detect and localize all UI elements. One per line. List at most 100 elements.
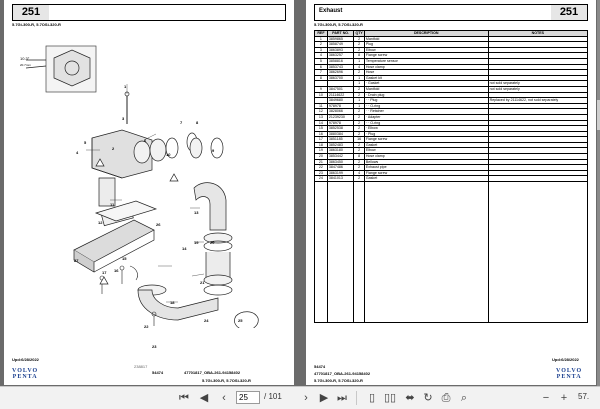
lower-manifold	[73, 219, 155, 273]
ref-cell: 10	[314, 91, 328, 99]
dim-label: 20.7mm	[20, 63, 31, 67]
qty-cell: 1	[353, 97, 365, 104]
callout-number: 18	[170, 300, 175, 305]
first-page-icon[interactable]: ⏮	[176, 390, 192, 406]
right-stack	[203, 232, 233, 296]
previous-page-icon[interactable]: ◀	[196, 390, 212, 406]
notes-cell	[487, 113, 589, 121]
footer-number: 54474	[314, 364, 326, 369]
callout-number: 12	[98, 220, 103, 225]
search-icon[interactable]: ⌕	[456, 390, 472, 406]
callout-number: 27	[74, 258, 79, 263]
page-left-illustration: 251 5.7Gi-300-R, 5.7OSi-320-R	[4, 0, 294, 385]
callout-number: 9	[212, 148, 215, 153]
qty-cell: 4	[353, 63, 365, 71]
footer-date: Upd:6/28/2022	[552, 357, 579, 362]
qty-cell: 1	[353, 80, 365, 87]
left-page-header: 251	[12, 4, 286, 21]
col-qty: QTY	[353, 30, 365, 37]
page-number-input[interactable]	[236, 391, 260, 404]
page-right-parts-list: Exhaust 251 5.7Gi-300-R, 5.7OSi-320-R RE…	[306, 0, 596, 385]
ref-cell: 11	[314, 102, 328, 110]
figure-id: 238817	[134, 364, 148, 369]
qty-cell: 2	[353, 69, 365, 76]
callout-number: 17	[102, 270, 107, 275]
exhaust-pipe	[137, 284, 219, 321]
footer-number: 54474	[152, 370, 164, 375]
zoom-out-icon[interactable]: −	[538, 390, 554, 406]
callout-number: 1	[124, 84, 127, 89]
last-page-icon[interactable]: ⏭	[334, 390, 350, 406]
zoom-level: 57.	[578, 392, 590, 401]
notes-cell	[487, 74, 589, 82]
footer-model: 5.7Gi-300-R, 5.7OSi-320-R	[314, 378, 363, 383]
footer-date: Upd:6/28/2022	[12, 357, 39, 362]
notes-cell	[487, 63, 589, 71]
toolbar-divider	[356, 391, 357, 405]
callout-number: 7	[180, 120, 183, 125]
two-page-icon[interactable]: ▯▯	[383, 392, 397, 404]
next-page-icon[interactable]: ▶	[316, 390, 332, 406]
callout-number: 6	[144, 138, 147, 143]
qty-cell: 2	[353, 119, 365, 127]
ref-cell: 9	[314, 85, 328, 93]
callout-number: 3	[122, 116, 125, 121]
scrollbar-thumb[interactable]	[597, 100, 600, 130]
footer-model: 5.7Gi-300-R, 5.7OSi-320-R	[202, 378, 251, 383]
vertical-scrollbar[interactable]	[597, 0, 600, 386]
ref-cell	[314, 80, 328, 87]
notes-cell	[487, 102, 589, 110]
ref-cell: 14	[314, 119, 328, 127]
ref-cell	[314, 97, 328, 104]
callout-number: 19	[194, 240, 199, 245]
fit-width-icon[interactable]: ⬌	[402, 390, 418, 406]
ref-cell: 8	[314, 74, 328, 82]
callout-number: 13	[194, 210, 199, 215]
footer-doc-id: 47701817_OBA-261-94158402	[314, 371, 371, 376]
model-line: 5.7Gi-300-R, 5.7OSi-320-R	[314, 22, 363, 27]
callout-number: 15	[122, 256, 127, 261]
print-icon[interactable]: ⎙	[438, 390, 454, 406]
qty-cell: 1	[353, 74, 365, 82]
ref-cell: 13	[314, 113, 328, 121]
single-page-icon[interactable]: ▯	[364, 390, 380, 406]
callout-number: 25	[238, 318, 243, 323]
ref-cell: 12	[314, 108, 328, 115]
callout-number: 8	[196, 120, 199, 125]
next-icon[interactable]: ›	[298, 390, 314, 406]
notes-cell	[487, 91, 589, 99]
inset-detail	[25, 45, 97, 93]
previous-icon[interactable]: ‹	[216, 390, 232, 406]
notes-cell	[487, 69, 589, 76]
qty-cell: 1	[353, 102, 365, 110]
callout-number: 14	[182, 246, 187, 251]
callout-number: 23	[152, 344, 157, 349]
notes-cell: not sold separately	[487, 80, 589, 87]
zoom-in-icon[interactable]: +	[556, 390, 572, 406]
exploded-parts-diagram: 10.3° 20.7mm	[20, 45, 259, 328]
right-page-header: Exhaust 251	[314, 4, 588, 21]
callout-number: 2	[112, 146, 115, 151]
callout-number: 16	[114, 268, 119, 273]
callout-number: 4	[76, 150, 79, 155]
page-title: Exhaust	[319, 8, 343, 14]
notes-cell	[487, 119, 589, 127]
table-filler-row	[314, 181, 589, 324]
callout-number: 26	[156, 222, 161, 227]
footer-doc-id: 47701817_OBA-261-94158402	[184, 370, 241, 375]
rotate-icon[interactable]: ↻	[420, 390, 436, 406]
model-line: 5.7Gi-300-R, 5.7OSi-320-R	[12, 22, 61, 27]
